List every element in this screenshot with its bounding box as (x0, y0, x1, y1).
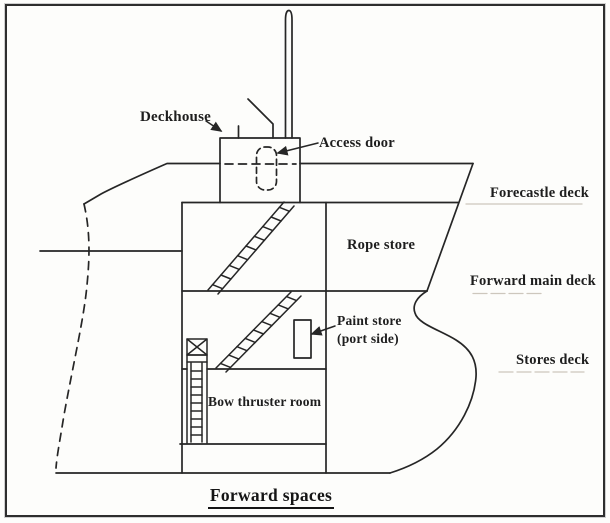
faint-reference-lines (465, 203, 585, 373)
access-door-label: Access door (319, 135, 395, 151)
aft-sheer-line (83, 162, 221, 205)
bulbous-bow-curve (389, 290, 477, 474)
escape-hatch (186, 338, 208, 363)
bow-thruster-room-label: Bow thruster room (208, 394, 322, 409)
figure-border (5, 4, 605, 517)
paint-store-label-line1: Paint store (337, 313, 402, 328)
hull-outline (39, 162, 477, 474)
paint-store-label-line2: (port side) (337, 330, 399, 346)
aft-hull-break-dashed (55, 203, 90, 469)
access-door-arrow (276, 142, 319, 156)
rope-store-label: Rope store (347, 237, 416, 253)
access-door-outline (255, 146, 278, 191)
leader-arrows (205, 120, 336, 336)
figure-title-row: Forward spaces (171, 485, 371, 509)
mast (284, 9, 293, 139)
stem-line (426, 162, 474, 292)
deckhouse-label: Deckhouse (140, 109, 211, 125)
hatch-trunk (186, 361, 208, 444)
stores-deck-label: Stores deck (516, 352, 590, 368)
paint-store-label: Paint store (port side) (337, 312, 402, 347)
paint-store-arrow (310, 325, 336, 336)
deckhouse-arrow (205, 120, 223, 132)
paint-store-box (293, 319, 312, 359)
companionway-ladder-upper (207, 201, 295, 295)
forecastle-deck-label: Forecastle deck (490, 185, 589, 201)
deckhouse-box (219, 9, 301, 204)
vertical-ladder (190, 362, 203, 443)
bulkheads (181, 201, 327, 474)
companionway-ladder-lower (215, 291, 302, 373)
figure-title: Forward spaces (207, 485, 335, 509)
forward-main-deck-label: Forward main deck (470, 273, 596, 289)
deck-lines (179, 201, 459, 445)
whip-antenna (247, 98, 274, 139)
